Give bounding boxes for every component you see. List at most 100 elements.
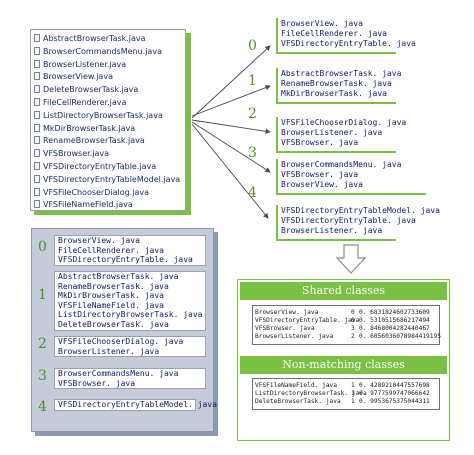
summary-file: VFSFileNameField. java [58,300,164,310]
similarity-value: 0. 9777599747066642 [359,390,430,397]
cluster-accent [276,159,278,195]
class-name: VFSFileNameField. java [255,382,337,389]
cluster-file: BrowserView. java [281,19,363,28]
summary-file: FileCellRenderer. java [58,245,164,255]
file-list-item: VFSBrowser.java [31,147,185,160]
summary-cluster-number: 4 [38,399,47,415]
file-list-item: AbstractBrowserTask.java [31,32,185,45]
cluster-accent [276,151,396,153]
summary-cluster-number: 2 [38,336,47,352]
class-name: BrowserView. java [255,309,319,316]
file-name: VFSDirectoryEntryTable.java [43,162,157,171]
summary-file: ListDirectoryBrowserTask. java [58,310,203,320]
cluster-accent [276,52,396,54]
cluster-index: 3 [351,325,355,332]
file-name: VFSBrowser.java [43,149,109,159]
nonmatching-classes-table: VFSFileNameField. java 1 0. 42892104475576… [252,378,440,410]
similarity-value: 0. 6056036078984419195 [359,333,441,340]
cluster-file: MkDirBrowserTask. java [281,89,387,98]
cluster-file: BrowserView. java [281,180,363,189]
cluster-file: RenameBrowserTask. java [281,79,392,88]
summary-cluster-group: VFSDirectoryEntryTableModel. java [54,399,217,411]
file-name: AbstractBrowserTask.java [43,34,146,43]
cluster-accent [276,102,396,104]
cluster-index: 1 [351,382,355,389]
similarity-value: 0. 4289210447557698 [359,382,430,389]
cluster-accent [276,193,426,195]
file-icon [34,174,40,183]
file-name: MkDirBrowserTask.java [43,123,136,133]
cluster-file: FileCellRenderer. java [281,29,387,38]
class-name: DeleteBrowserTask. java [255,398,341,405]
file-name: RenameBrowserTask.java [43,136,145,146]
summary-file: VFSDirectoryEntryTable. java [58,255,193,265]
cluster-number: 3 [248,145,257,161]
cluster-index: 1 [351,398,355,405]
file-list-item: BrowserListener.java [31,58,185,71]
cluster-file: VFSDirectoryEntryTableModel. java [281,206,440,215]
cluster-file: VFSBrowser. java [281,138,359,147]
cluster-number: 1 [248,73,257,89]
nonmatching-classes-title: Non-matching classes [240,356,447,374]
file-icon [34,136,40,145]
table-row: BrowserView. java 0 0. 6831824602733609 [253,309,439,317]
summary-file: RenameBrowserTask. java [58,281,169,291]
cluster-file: BrowserListener. java [281,128,383,137]
arrow-to-cluster-3 [191,121,271,173]
cluster-file: VFSFileChooserDialog. java [281,118,407,127]
arrow-to-cluster-1 [191,85,271,117]
file-list-item: VFSFileNameField.java [31,198,185,211]
file-list-item: DeleteBrowserTask.java [31,83,185,96]
table-padding [253,406,439,409]
summary-cluster-number: 0 [38,239,47,255]
file-name: BrowserView.java [43,72,113,82]
file-name: DeleteBrowserTask.java [43,85,139,95]
similarity-value: 0. 8468004282440467 [359,325,430,332]
summary-cluster-number: 1 [38,287,47,303]
file-name: BrowserListener.java [43,59,127,69]
down-arrow-icon [336,244,366,274]
summary-file: BrowserListener. java [58,346,160,356]
cluster-index: 2 [351,333,355,340]
cluster-file: VFSDirectoryEntryTable. java [281,39,416,48]
cluster-index: 0 [351,309,355,316]
file-icon [34,149,40,158]
summary-file: BrowserCommandsMenu. java [58,369,179,378]
summary-cluster-number: 3 [38,368,47,384]
table-row: VFSFileNameField. java 1 0. 42892104475576… [253,382,439,390]
similarity-value: 0. 5310515686217494 [359,317,430,324]
class-name: VFSDirectoryEntryTable. java [255,317,360,324]
file-name: VFSFileChooserDialog.java [43,187,150,197]
file-list-item: RenameBrowserTask.java [31,134,185,147]
file-icon [34,85,40,94]
similarity-value: 0. 6831824602733609 [359,309,430,316]
cluster-number: 2 [248,106,257,122]
file-list-item: VFSFileChooserDialog.java [31,186,185,199]
arrow-to-cluster-0 [191,45,271,119]
file-icon [34,34,40,42]
cluster-file: BrowserListener. java [281,226,383,235]
file-icon [34,200,40,209]
file-icon [34,72,40,81]
file-icon [34,110,40,119]
arrow-to-cluster-2 [191,119,271,134]
file-name: BrowserCommandsMenu.java [43,46,162,56]
cluster-index: 1 [351,390,355,397]
file-list-item: VFSDirectoryEntryTable.java [31,160,185,173]
shared-classes-title: Shared classes [240,282,447,300]
similarity-value: 0. 9953675375044311 [359,398,430,405]
file-name: ListDirectoryBrowserTask.java [43,110,163,120]
file-list-shadow [186,33,191,214]
file-list-item: ListDirectoryBrowserTask.java [31,109,185,122]
